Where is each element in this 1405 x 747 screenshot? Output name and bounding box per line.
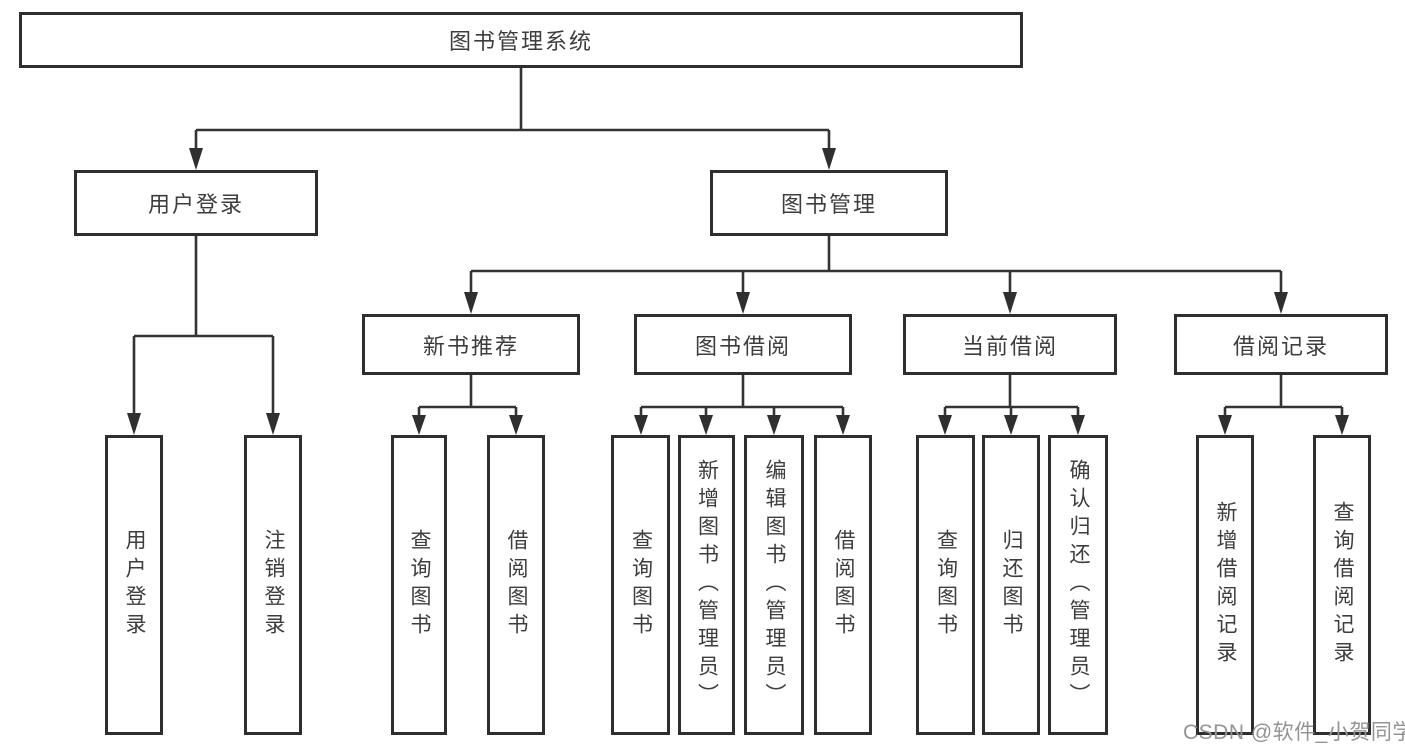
connector-book-management-to-level3 [464,236,1288,314]
connector-root-to-level2 [189,68,836,170]
connector-book-borrow-to-leaves [634,375,850,435]
leaf-edit-book-admin: 编辑图书（管理员） [744,435,804,735]
leaf-add-book-admin: 新增图书（管理员） [678,435,735,735]
leaf-query-books-current: 查询图书 [916,435,975,735]
leaf-query-books-borrow: 查询图书 [611,435,670,735]
csdn-watermark: CSDN @软件_小贺同学 [1183,721,1405,744]
connector-user-login-to-leaves [127,236,280,435]
connector-current-borrow-to-leaves [938,375,1085,435]
leaf-user-login: 用户登录 [105,435,163,735]
node-borrow-records: 借阅记录 [1174,314,1388,375]
leaf-add-borrow-record: 新增借阅记录 [1196,435,1254,735]
node-user-login: 用户登录 [74,170,318,236]
leaf-logout: 注销登录 [244,435,302,735]
leaf-query-books-recommend: 查询图书 [391,435,447,735]
node-root-library-system: 图书管理系统 [19,12,1023,68]
connector-new-book-recommend-to-leaves [412,375,523,435]
leaf-borrow-books-recommend: 借阅图书 [487,435,545,735]
leaf-return-books: 归还图书 [982,435,1040,735]
connector-borrow-records-to-leaves [1218,375,1349,435]
node-current-borrow: 当前借阅 [903,314,1117,375]
node-book-management: 图书管理 [710,170,948,236]
leaf-confirm-return-admin: 确认归还（管理员） [1048,435,1108,735]
leaf-borrow-books: 借阅图书 [814,435,872,735]
node-book-borrow: 图书借阅 [634,314,852,375]
leaf-query-borrow-record: 查询借阅记录 [1313,435,1371,735]
node-new-book-recommend: 新书推荐 [362,314,580,375]
